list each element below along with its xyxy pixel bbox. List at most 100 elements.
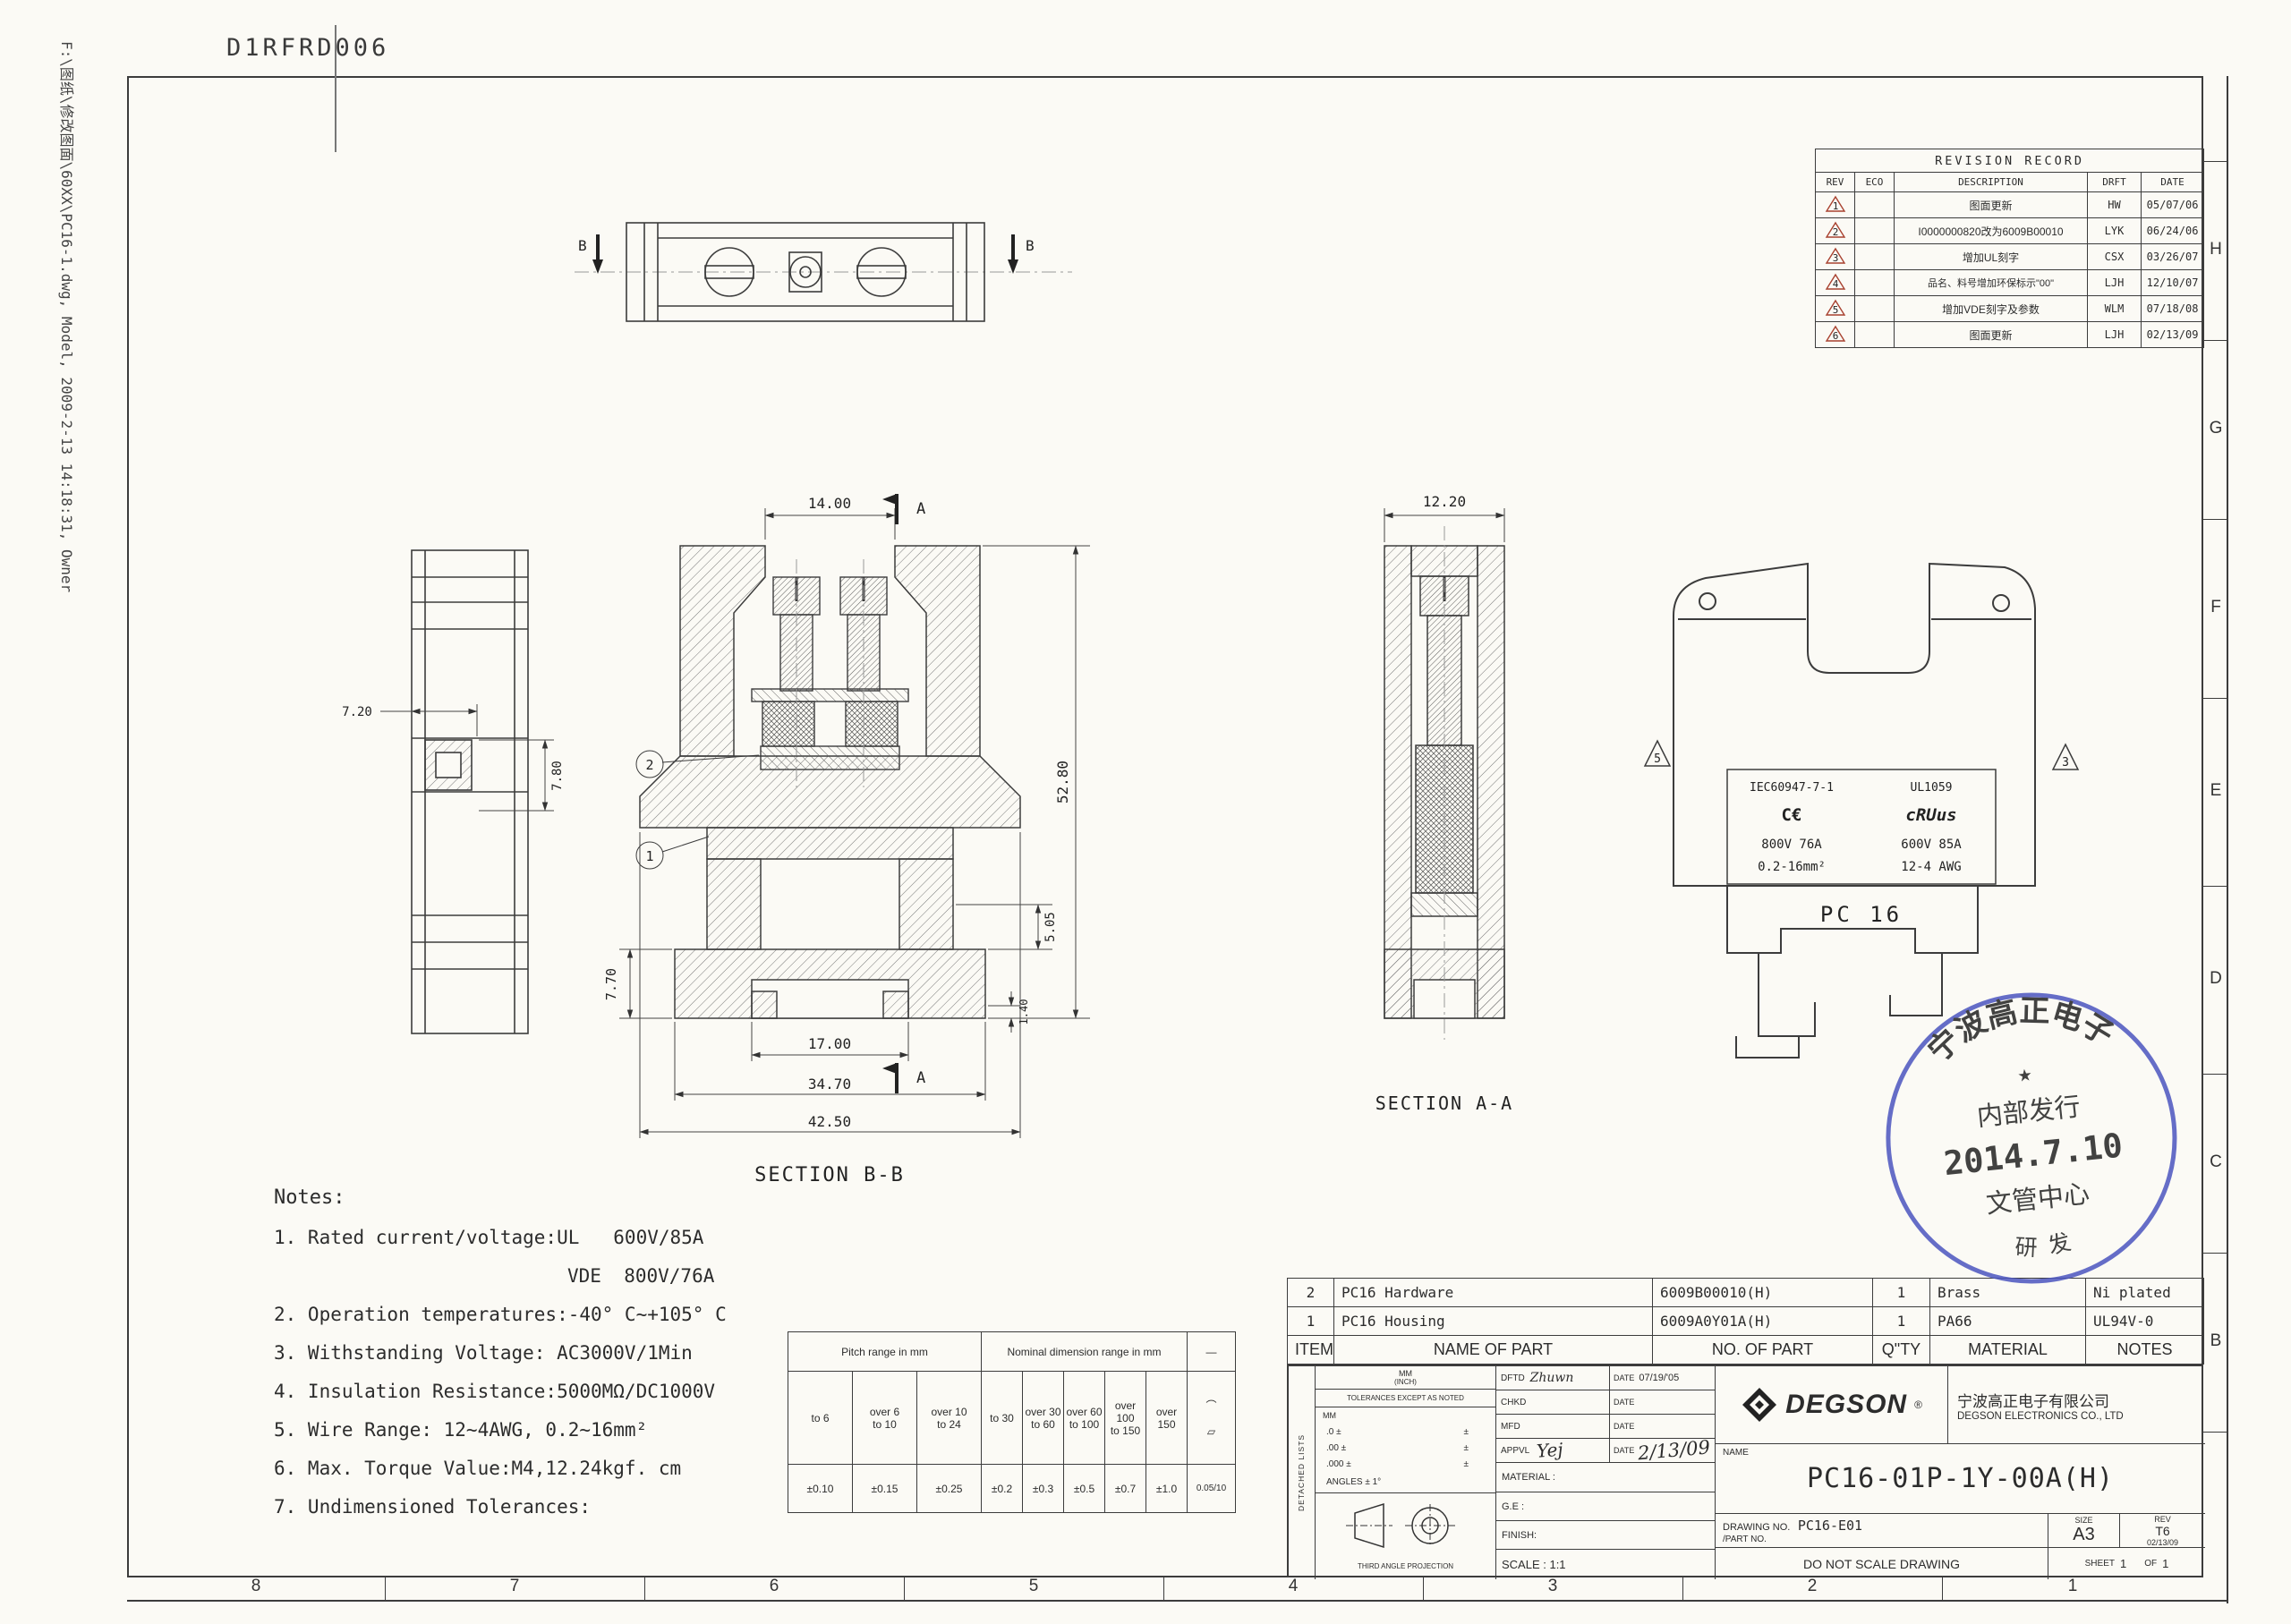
revision-triangle-icon: 4 [1825, 273, 1845, 290]
rev-triangle-cell: 4 [1815, 269, 1855, 296]
fold-mark [335, 25, 336, 152]
frame-outer-bottom [127, 1600, 2228, 1602]
a-marker-bottom: A [916, 1069, 925, 1087]
plus-minus: ± [1463, 1442, 1469, 1453]
svg-text:1: 1 [1832, 200, 1838, 212]
zone-tick [1423, 1577, 1424, 1602]
drawing-code: D1RFRD006 [226, 34, 390, 62]
ul-standard: UL1059 [1911, 781, 1953, 795]
date-label: DATE [1614, 1373, 1635, 1382]
date-cell: 05/07/06 [2140, 191, 2205, 218]
notes-title: Notes: [274, 1186, 345, 1209]
size-cell: SIZE A3 [2048, 1514, 2120, 1548]
company-cell: 宁波高正电子有限公司 DEGSON ELECTRONICS CO., LTD [1948, 1366, 2205, 1444]
no-header: NO. OF PART [1652, 1335, 1873, 1365]
part-name: PC16-01P-1Y-00A(H) [1806, 1463, 2115, 1494]
scale-label: SCALE : 1:1 [1496, 1550, 1716, 1579]
zone-tick [904, 1577, 905, 1602]
rev-triangle-cell: 5 [1815, 295, 1855, 322]
marking-text: IEC60947-7-1 UL1059 C€ cRUus 800V 76A 60… [1750, 781, 1962, 874]
mfd-label: MFD [1501, 1421, 1520, 1432]
section-bb-caption: SECTION B-B [754, 1164, 905, 1186]
top-view: B B [575, 222, 1072, 322]
finish-label: FINISH: [1496, 1521, 1716, 1550]
of-label: OF [2144, 1559, 2158, 1569]
balloon-3: 3 [2062, 756, 2069, 769]
sheet-value: 1 [2119, 1557, 2127, 1570]
registered-mark: ® [1914, 1399, 1922, 1411]
section-bb-dimensions [619, 508, 1090, 1138]
tolerance-row: .000 ±± [1316, 1456, 1496, 1472]
units-mm: MM [1399, 1369, 1412, 1378]
detached-lists-strip: DETACHED LISTS [1289, 1366, 1316, 1579]
tol-precision: .0 ± [1326, 1426, 1341, 1437]
third-angle-projection-icon [1345, 1503, 1455, 1549]
mfd-row: MFD DATE [1496, 1415, 1716, 1439]
zone-tick [2203, 1432, 2227, 1433]
dim-side-height: 7.80 [550, 761, 565, 791]
range-cell: over 100 to 150 [1104, 1371, 1146, 1465]
zone-number-6: 6 [769, 1577, 779, 1595]
zone-tick [2203, 161, 2227, 162]
appvl-row: APPVL Yej DATE 2/13/09 [1496, 1436, 1716, 1464]
pitch-range-header: Pitch range in mm [788, 1331, 982, 1372]
rev-date: 02/13/09 [2146, 1537, 2179, 1547]
vde-wire-range: 0.2-16mm² [1758, 860, 1826, 874]
zone-tick [2203, 340, 2227, 341]
dim-foot-width: 34.70 [808, 1076, 851, 1093]
svg-text:3: 3 [1832, 252, 1838, 264]
approval-stamp: 宁波高正电子 ★ 内部发行 2014.7.10 文管中心 研 发 [1886, 983, 2177, 1284]
section-aa-dimension [1384, 508, 1505, 542]
date-label: DATE [1614, 1446, 1635, 1455]
note-line: 5. Wire Range: 12~4AWG, 0.2~16mm² [274, 1419, 648, 1441]
dim-total-width: 42.50 [808, 1113, 851, 1130]
do-not-scale: DO NOT SCALE DRAWING [1716, 1548, 2048, 1579]
notes-header: NOTES [2085, 1335, 2204, 1365]
tolerance-table: Pitch range in mm Nominal dimension rang… [788, 1331, 1236, 1513]
description-cell: 图面更新 [1894, 321, 2088, 348]
title-block: DETACHED LISTS MM (INCH) TOLERANCES EXCE… [1287, 1365, 2205, 1579]
dftd-row: DFTD Zhuwn DATE 07/19/'05 [1496, 1366, 1716, 1390]
symbol-cell: ⌒ ▱ [1187, 1371, 1236, 1465]
top-view-body [626, 222, 985, 322]
part-no-cell: 6009B00010(H) [1652, 1278, 1873, 1307]
eco-cell [1854, 321, 1895, 348]
date-cell: 06/24/06 [2140, 217, 2205, 244]
zone-number-5: 5 [1028, 1577, 1039, 1595]
range-cell: over 60 to 100 [1063, 1371, 1105, 1465]
frame-outer-right [2227, 76, 2228, 1603]
revision-triangle-icon: 5 [1825, 299, 1845, 316]
a-marker-top: A [916, 500, 925, 518]
ul-rating: 600V 85A [1901, 838, 1962, 852]
revision-triangle-icon: 3 [1825, 247, 1845, 264]
part-name-cell: PC16 Hardware [1333, 1278, 1653, 1307]
parts-header-row: ITEM NAME OF PART NO. OF PART Q"TY MATER… [1287, 1335, 2204, 1365]
model-marking: PC 16 [1820, 902, 1903, 927]
zone-number-3: 3 [1547, 1577, 1558, 1595]
tolerance-row: .00 ±± [1316, 1440, 1496, 1456]
material-cell: PA66 [1929, 1306, 2086, 1336]
date-cell: 03/26/07 [2140, 243, 2205, 270]
dftd-value: Zhuwn [1529, 1371, 1574, 1385]
rev-triangle-cell: 6 [1815, 321, 1855, 348]
revision-table-title: REVISION RECORD [1814, 149, 2205, 173]
range-cell: over 6 to 10 [852, 1371, 917, 1465]
chkd-row: CHKD DATE [1496, 1390, 1716, 1415]
zone-letter-b: B [2210, 1331, 2222, 1350]
part-name-cell: NAME PC16-01P-1Y-00A(H) [1716, 1444, 2205, 1514]
value-cell: ±0.3 [1022, 1464, 1064, 1513]
range-cell: over 10 to 24 [916, 1371, 982, 1465]
ul-mark-icon: cRUus [1905, 805, 1956, 825]
stamp-rd-arc: 研 发 [2012, 1228, 2074, 1263]
sheet-label: SHEET [2084, 1559, 2115, 1569]
stamp-internal-release: 内部发行 [1975, 1091, 2082, 1132]
brand-cell: DEGSON® [1716, 1366, 1948, 1444]
date-label: DATE [1614, 1422, 1635, 1431]
parts-list-table: 2 PC16 Hardware 6009B00010(H) 1 Brass Ni… [1287, 1278, 2204, 1365]
zone-letter-e: E [2210, 781, 2222, 800]
size-value: A3 [2073, 1525, 2095, 1544]
section-bb-screws [772, 576, 888, 692]
zone-tick [2203, 1253, 2227, 1254]
zone-tick [2203, 698, 2227, 699]
side-profile-view: IEC60947-7-1 UL1059 C€ cRUus 800V 76A 60… [1643, 562, 2080, 1059]
